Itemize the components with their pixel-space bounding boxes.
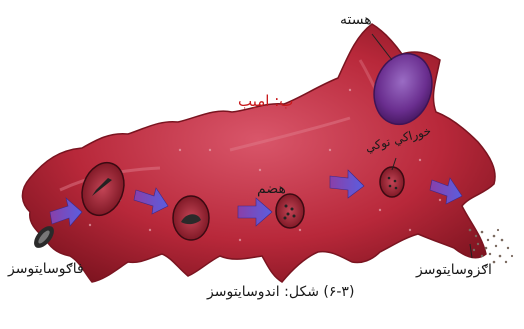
diagram-title: ب: امیب bbox=[238, 94, 293, 109]
label-digestion: هضم bbox=[257, 182, 286, 196]
label-exocytosis: اګزوسایتوسز bbox=[416, 263, 492, 277]
food-vacuole-4 bbox=[380, 167, 404, 197]
label-nucleus: هسته bbox=[340, 13, 372, 27]
figure-caption: (۶-۳) شکل: اندوسایتوسز bbox=[207, 285, 354, 299]
food-vacuole-2 bbox=[173, 196, 209, 240]
food-vacuole-3 bbox=[276, 194, 304, 228]
label-phagocytosis: فاګوسایتوسز bbox=[8, 262, 84, 276]
